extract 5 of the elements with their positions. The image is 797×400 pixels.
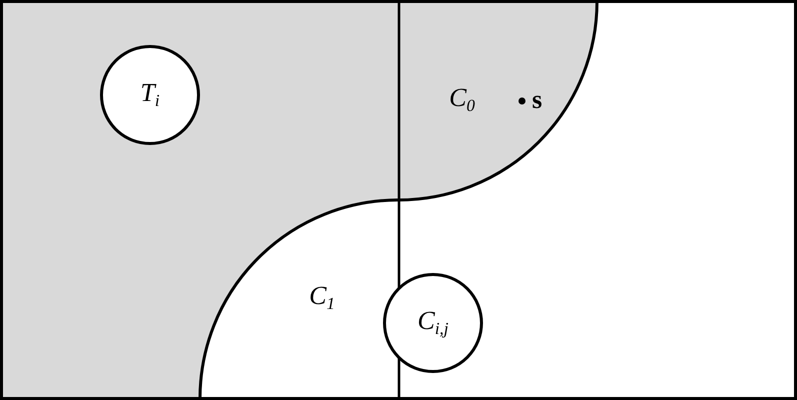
region-label: C$_{0}$ xyxy=(449,85,475,115)
point-label: s xyxy=(532,87,542,113)
region-label: T$_{i}$ xyxy=(140,80,160,110)
region-label: C$_{1}$ xyxy=(309,283,335,313)
region-label: C$_{i,j}$ xyxy=(418,308,448,338)
